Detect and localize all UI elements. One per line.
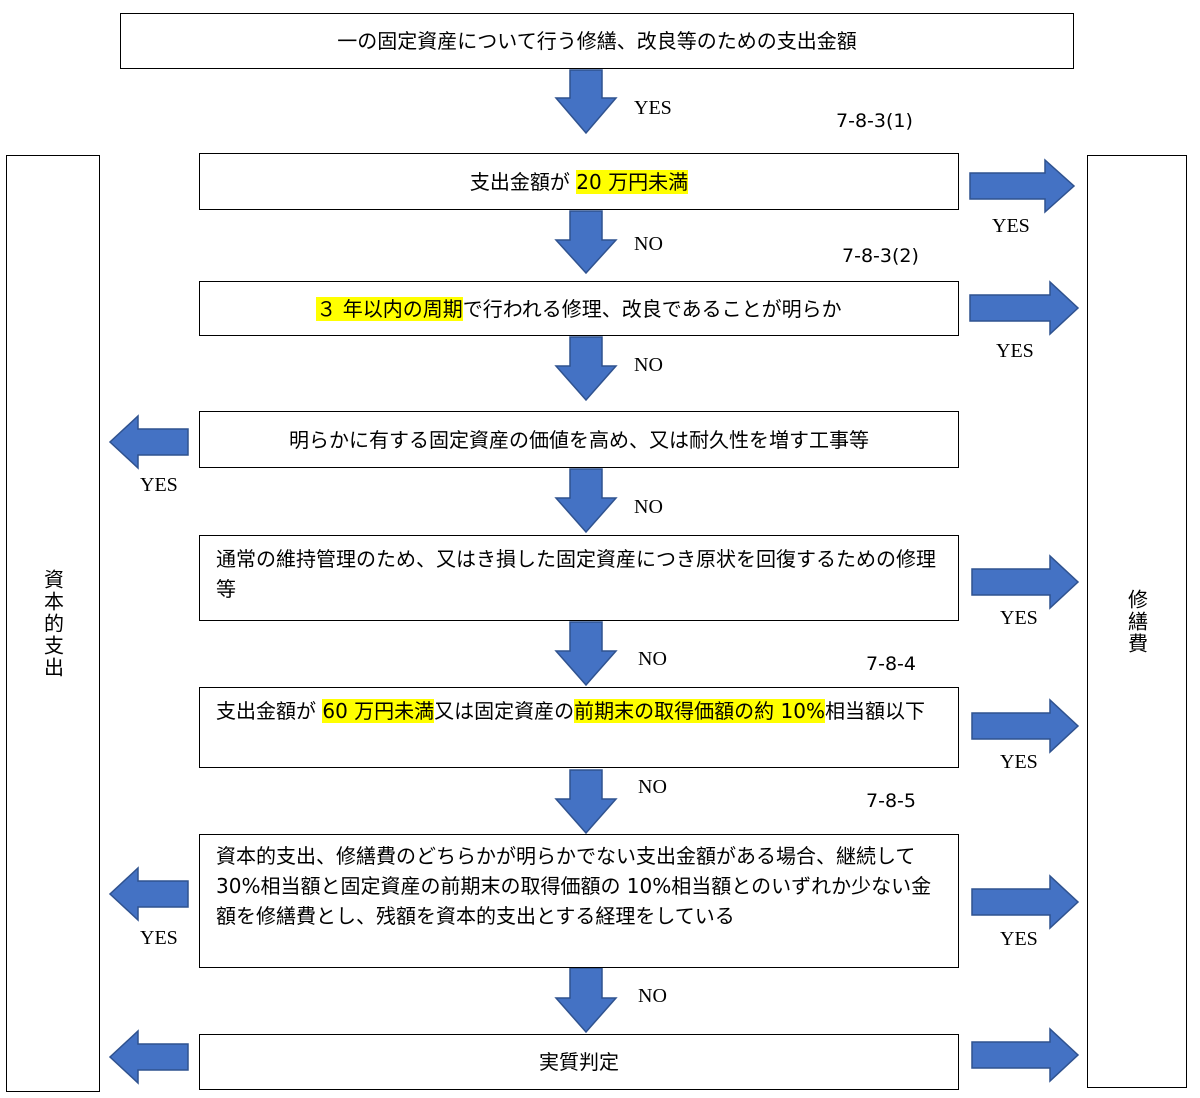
down-arrow-6 [554,769,618,835]
capital-expenditure-label: 資本的支出 [40,568,65,679]
no-label-4: NO [638,648,667,670]
ref-7-8-3-1: 7-8-3(1) [836,110,913,132]
down-arrow-1 [554,69,618,135]
yes-label-right-1: YES [992,215,1030,237]
top-expenditure-box: 一の固定資産について行う修繕、改良等のための支出金額 [120,13,1074,69]
step5-mid: 又は固定資産の [434,699,575,723]
step5-pre: 支出金額が [216,699,323,723]
step5-box: 支出金額が 60 万円未満又は固定資産の前期末の取得価額の約 10%相当額以下 [199,687,959,768]
step7-box: 実質判定 [199,1034,959,1090]
right-arrow-2 [969,280,1080,336]
yes-label-top: YES [634,97,672,119]
down-arrow-7 [554,967,618,1034]
no-label-5: NO [638,776,667,798]
no-label-6: NO [638,985,667,1007]
step1-pre: 支出金額が [469,169,577,194]
step4-text: 通常の維持管理のため、又はき損した固定資産につき原状を回復するための修理等 [216,547,936,601]
ref-7-8-3-2: 7-8-3(2) [842,245,919,267]
right-arrow-1 [969,158,1076,214]
yes-label-left-1: YES [140,474,178,496]
step4-box: 通常の維持管理のため、又はき損した固定資産につき原状を回復するための修理等 [199,535,959,621]
yes-label-right-4: YES [1000,751,1038,773]
repair-cost-box: 修繕費 [1087,155,1187,1088]
step3-text: 明らかに有する固定資産の価値を高め、又は耐久性を増す工事等 [289,427,869,452]
yes-label-right-2: YES [996,340,1034,362]
step5-highlight-2: 前期末の取得価額の約 10% [574,699,825,723]
step2-post: で行われる修理、改良であることが明らか [462,296,842,321]
step1-highlight: 20 万円未満 [576,169,689,194]
step7-text: 実質判定 [539,1050,619,1074]
step2-box: ３ 年以内の周期で行われる修理、改良であることが明らか [199,281,959,336]
top-expenditure-text: 一の固定資産について行う修繕、改良等のための支出金額 [337,29,857,53]
down-arrow-5 [554,621,618,687]
no-label-2: NO [634,354,663,376]
capital-expenditure-box: 資本的支出 [6,155,100,1092]
step6-box: 資本的支出、修繕費のどちらかが明らかでない支出金額がある場合、継続して 30%相… [199,834,959,968]
ref-7-8-4: 7-8-4 [866,653,916,675]
repair-cost-label: 修繕費 [1124,588,1149,655]
right-arrow-6 [971,1027,1080,1083]
left-arrow-3 [108,1029,189,1085]
right-arrow-3 [971,554,1080,610]
step5-post: 相当額以下 [824,699,925,723]
right-arrow-5 [971,874,1080,930]
step3-box: 明らかに有する固定資産の価値を高め、又は耐久性を増す工事等 [199,411,959,468]
down-arrow-2 [554,210,618,275]
ref-7-8-5: 7-8-5 [866,790,916,812]
no-label-1: NO [634,233,663,255]
step2-highlight: ３ 年以内の周期 [316,296,463,321]
step1-box: 支出金額が 20 万円未満 [199,153,959,210]
step5-highlight-1: 60 万円未満 [322,699,435,723]
right-arrow-4 [971,698,1080,754]
left-arrow-1 [108,414,189,470]
left-arrow-2 [108,866,189,922]
yes-label-right-3: YES [1000,607,1038,629]
yes-label-left-2: YES [140,927,178,949]
yes-label-right-5: YES [1000,928,1038,950]
down-arrow-4 [554,468,618,534]
down-arrow-3 [554,336,618,402]
step6-text: 資本的支出、修繕費のどちらかが明らかでない支出金額がある場合、継続して 30%相… [216,844,932,928]
no-label-3: NO [634,496,663,518]
